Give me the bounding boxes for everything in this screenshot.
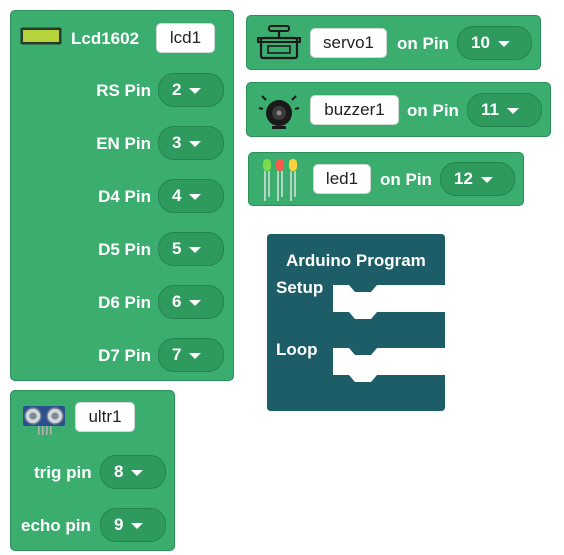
trig-pin-dropdown[interactable]: 8 <box>100 455 166 489</box>
ultrasonic-sensor-icon <box>21 403 67 442</box>
d7-pin-label: D7 Pin <box>98 346 151 365</box>
lcd-title: Lcd1602 <box>71 29 140 48</box>
lcd-block[interactable]: Lcd1602 lcd1 RS Pin 2 EN Pin 3 D4 Pin 4 … <box>10 10 234 381</box>
chevron-down-icon <box>189 247 202 253</box>
servo-name-field[interactable]: servo1 <box>310 28 387 58</box>
chevron-down-icon <box>189 141 202 147</box>
chevron-down-icon <box>189 300 202 306</box>
buzzer-pin-dropdown[interactable]: 11 <box>467 93 542 127</box>
en-pin-dropdown[interactable]: 3 <box>158 126 224 160</box>
echo-pin-label: echo pin <box>21 516 91 535</box>
chevron-down-icon <box>497 41 510 47</box>
arduino-program-block[interactable]: Arduino Program Setup Loop <box>267 234 445 411</box>
servo-on-pin-label: on Pin <box>397 34 449 53</box>
chevron-down-icon <box>480 177 493 183</box>
loop-slot[interactable] <box>333 348 445 375</box>
buzzer-block[interactable]: buzzer1 on Pin 11 <box>246 82 551 137</box>
led-pin-dropdown[interactable]: 12 <box>440 162 515 196</box>
arduino-program-shape <box>267 234 445 411</box>
ultrasonic-block[interactable]: ultr1 trig pin 8 echo pin 9 <box>10 390 175 551</box>
buzzer-icon <box>257 91 301 136</box>
lcd-display-icon <box>20 27 62 50</box>
servo-pin-dropdown[interactable]: 10 <box>457 26 532 60</box>
chevron-down-icon <box>189 194 202 200</box>
d6-pin-label: D6 Pin <box>98 293 151 312</box>
rs-pin-label: RS Pin <box>96 81 151 100</box>
setup-slot[interactable] <box>333 285 445 312</box>
led-icon <box>257 155 303 208</box>
rs-pin-dropdown[interactable]: 2 <box>158 73 224 107</box>
d4-pin-label: D4 Pin <box>98 187 151 206</box>
echo-pin-dropdown[interactable]: 9 <box>100 508 166 542</box>
servo-icon <box>257 22 301 67</box>
en-pin-label: EN Pin <box>96 134 151 153</box>
setup-label: Setup <box>276 278 324 297</box>
led-on-pin-label: on Pin <box>380 170 432 189</box>
d5-pin-label: D5 Pin <box>98 240 151 259</box>
chevron-down-icon <box>131 523 144 529</box>
d5-pin-dropdown[interactable]: 5 <box>158 232 224 266</box>
d4-pin-dropdown[interactable]: 4 <box>158 179 224 213</box>
chevron-down-icon <box>189 353 202 359</box>
chevron-down-icon <box>506 108 519 114</box>
loop-label: Loop <box>276 340 318 359</box>
lcd-name-field[interactable]: lcd1 <box>156 23 215 53</box>
d6-pin-dropdown[interactable]: 6 <box>158 285 224 319</box>
buzzer-name-field[interactable]: buzzer1 <box>310 95 399 125</box>
ultrasonic-name-field[interactable]: ultr1 <box>75 402 135 432</box>
chevron-down-icon <box>189 88 202 94</box>
buzzer-on-pin-label: on Pin <box>407 101 459 120</box>
chevron-down-icon <box>131 470 144 476</box>
led-name-field[interactable]: led1 <box>313 164 371 194</box>
led-block[interactable]: led1 on Pin 12 <box>248 152 524 206</box>
arduino-program-title: Arduino Program <box>286 251 426 270</box>
d7-pin-dropdown[interactable]: 7 <box>158 338 224 372</box>
servo-block[interactable]: servo1 on Pin 10 <box>246 15 541 70</box>
trig-pin-label: trig pin <box>34 463 92 482</box>
